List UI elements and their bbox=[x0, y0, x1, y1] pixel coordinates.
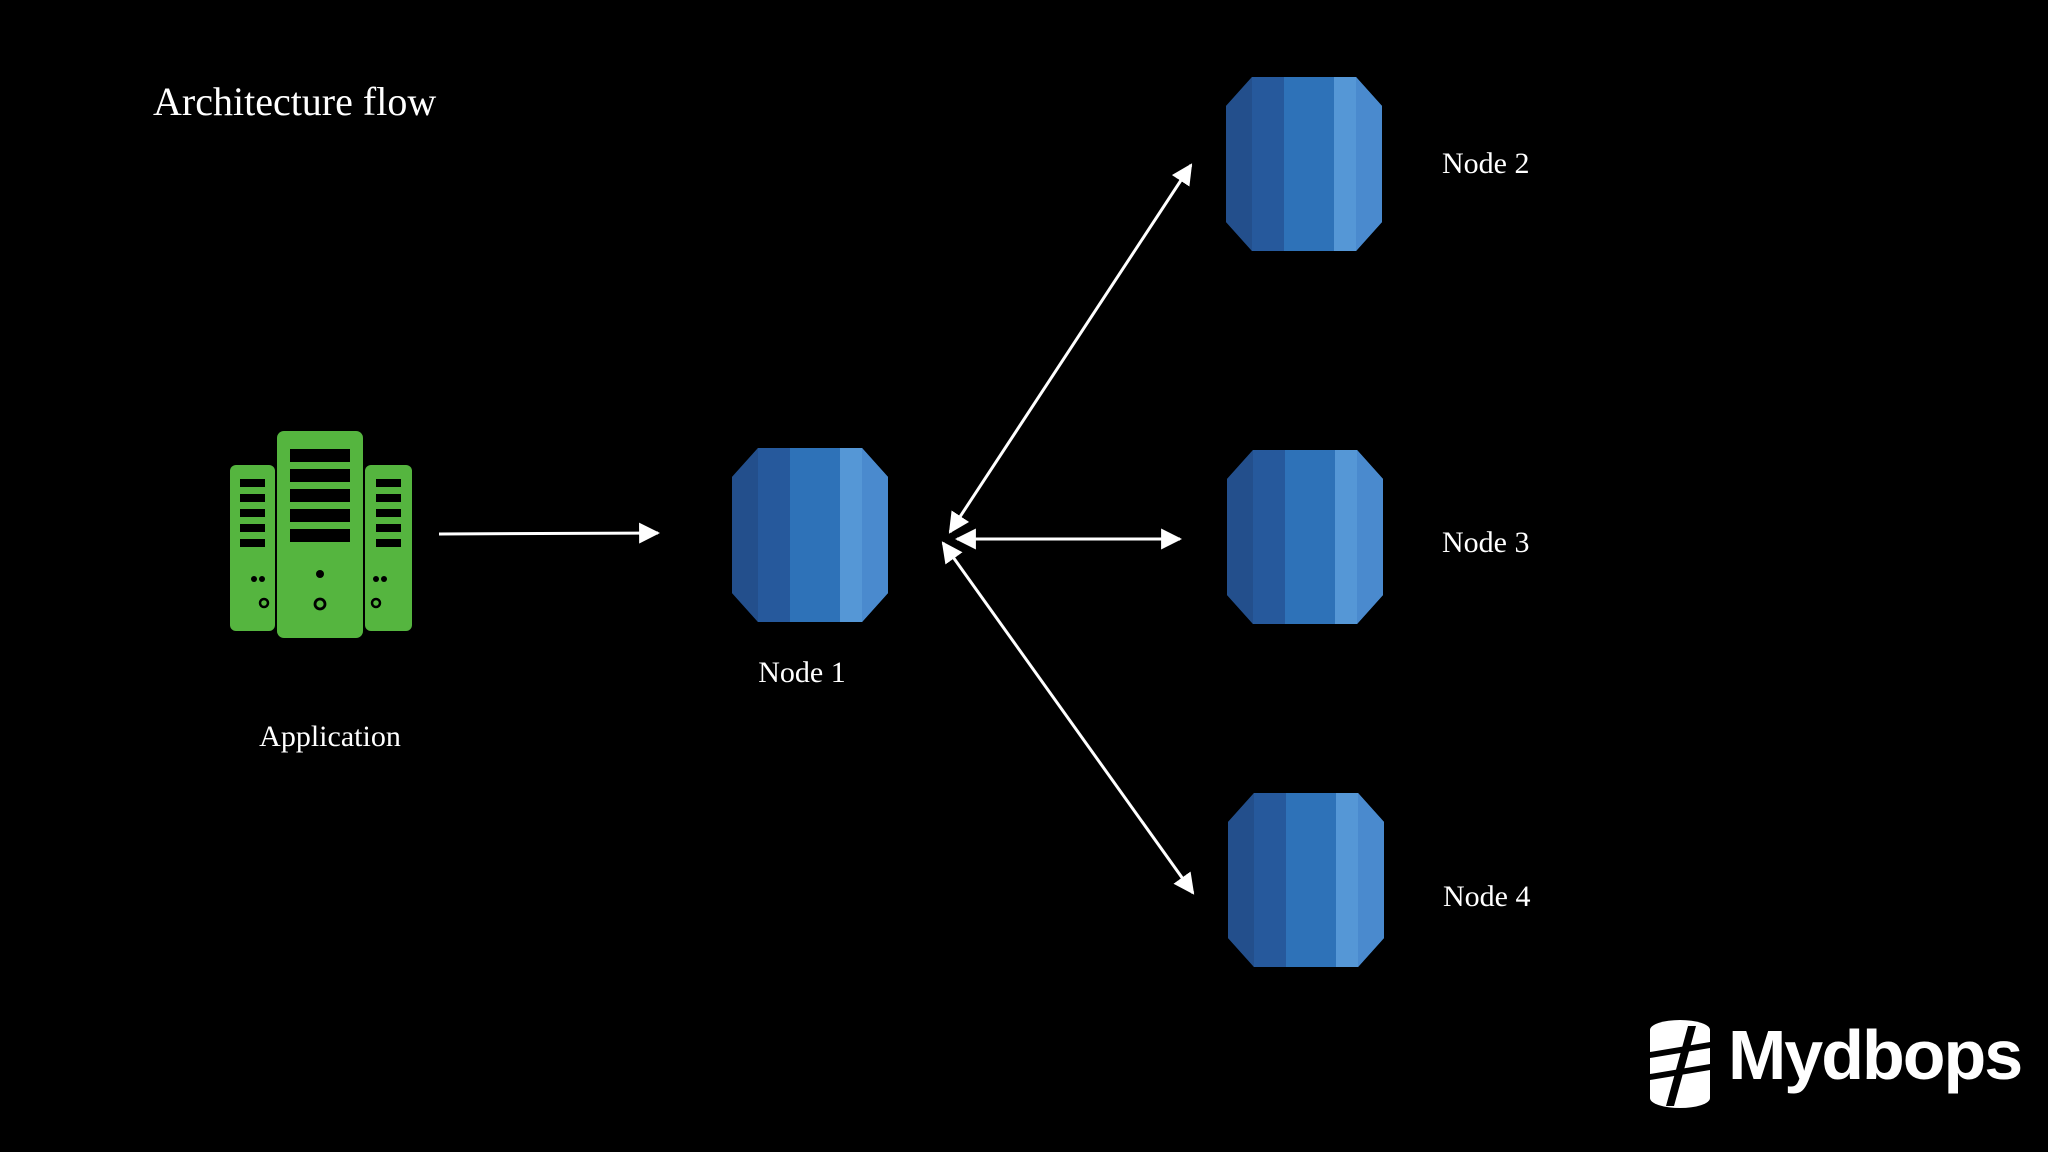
database-node-icon bbox=[1226, 77, 1382, 251]
application-label: Application bbox=[259, 720, 401, 753]
database-node-icon bbox=[732, 448, 888, 622]
brand-name: Mydbops bbox=[1728, 1016, 2023, 1094]
arrow-application-to-node1 bbox=[438, 522, 661, 544]
logo-icon bbox=[1650, 1020, 1710, 1108]
brand-logo: Mydbops bbox=[1646, 1014, 2026, 1114]
diagram-title: Architecture flow bbox=[153, 79, 437, 124]
node1-label: Node 1 bbox=[758, 656, 846, 689]
arrow-node1-node2 bbox=[948, 163, 1193, 534]
node3-label: Node 3 bbox=[1442, 526, 1530, 559]
node2-label: Node 2 bbox=[1442, 147, 1530, 180]
server-icon bbox=[230, 431, 412, 638]
node4-label: Node 4 bbox=[1443, 880, 1531, 913]
database-node-icon bbox=[1228, 793, 1384, 967]
database-node-icon bbox=[1227, 450, 1383, 624]
arrow-node1-node4 bbox=[941, 541, 1195, 895]
